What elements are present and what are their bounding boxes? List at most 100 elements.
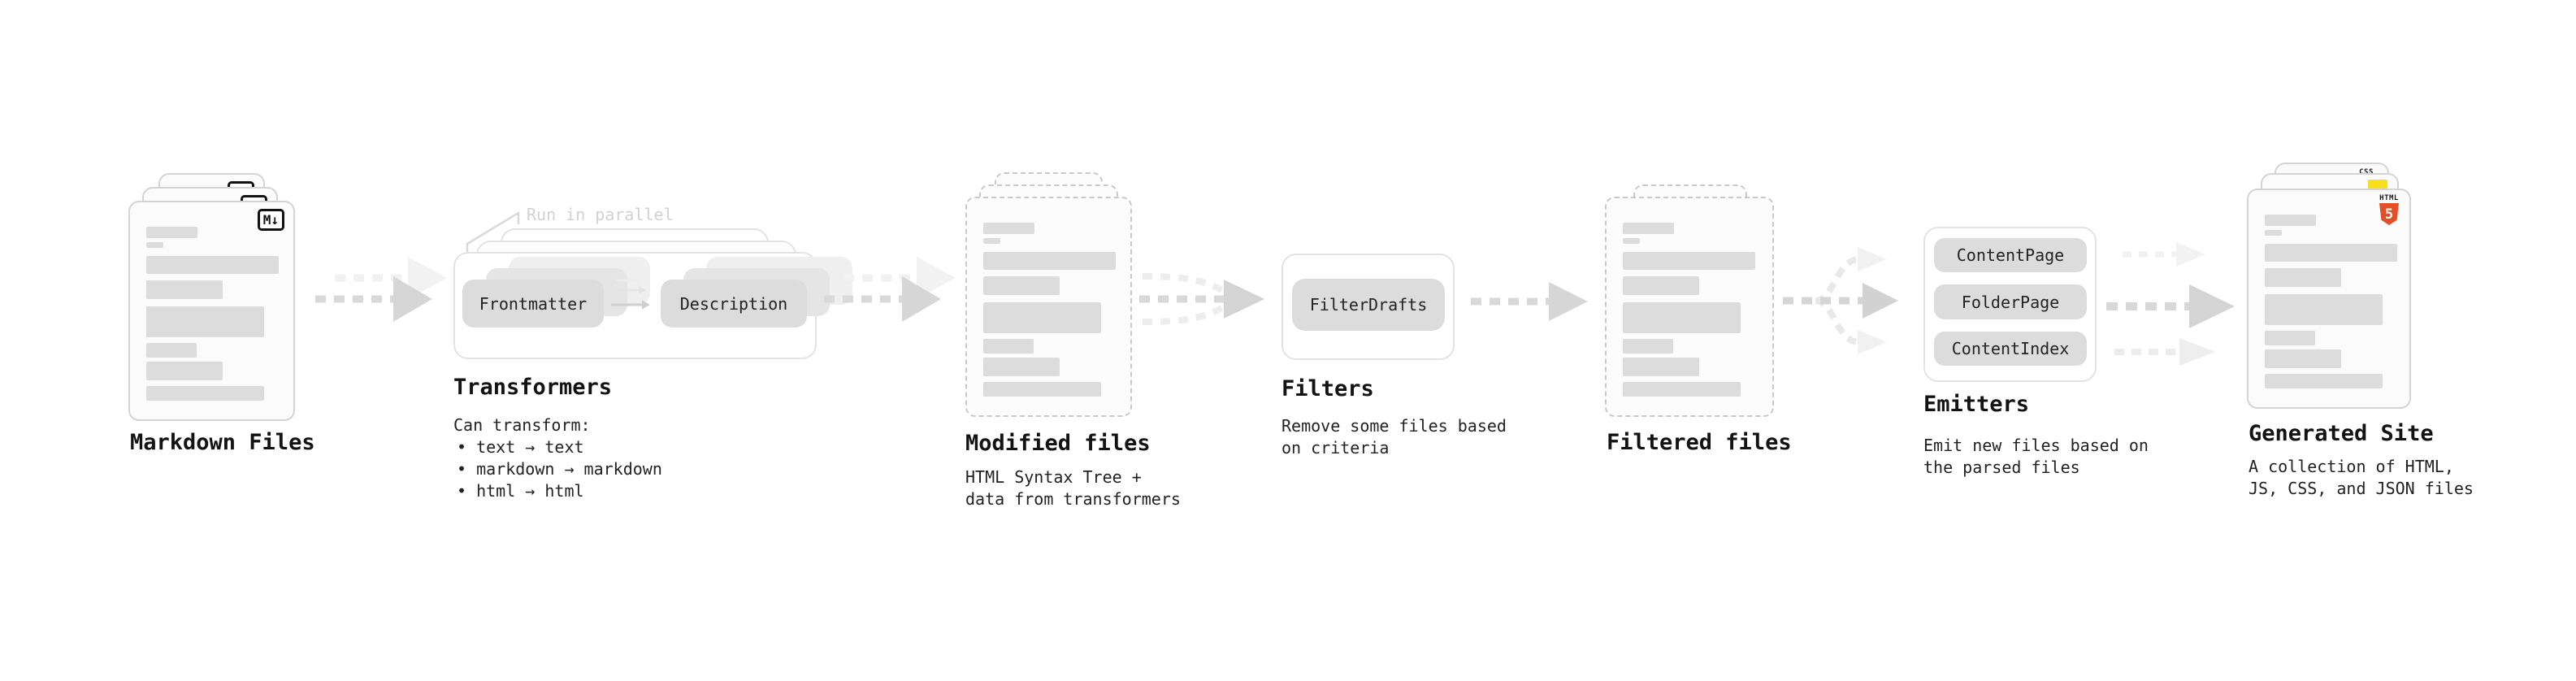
transformers-bullet: • html → html [457, 481, 584, 501]
text-line-placeholder [2265, 244, 2397, 262]
frontmatter-chip: Frontmatter [462, 280, 604, 327]
description-line: on criteria [1281, 438, 1390, 458]
folder-page-chip: FolderPage [1934, 284, 2087, 319]
ghost-arrowhead [917, 257, 956, 299]
text-line-placeholder [146, 386, 264, 401]
arrow-markdown-to-transformers [315, 257, 447, 322]
description-line: A collection of HTML, [2249, 457, 2454, 476]
text-line-placeholder [146, 227, 197, 238]
split-curve-bottom [1815, 297, 1858, 345]
generated-site-label: Generated Site [2249, 421, 2434, 446]
modified-files-description: HTML Syntax Tree + data from transformer… [965, 466, 1181, 510]
ghost-arrowhead-top [1858, 247, 1887, 271]
description-line: Remove some files based [1281, 416, 1507, 436]
transformers-label: Transformers [453, 375, 613, 400]
text-line-placeholder [1623, 302, 1741, 333]
text-line-placeholder [1623, 358, 1699, 376]
js-file-icon [2368, 180, 2387, 191]
document-card-front [1605, 197, 1774, 417]
text-line-placeholder [983, 302, 1101, 333]
text-line-placeholder [2265, 349, 2341, 368]
text-line-placeholder [146, 242, 163, 248]
content-index-chip: ContentIndex [1934, 332, 2087, 366]
transformers-description-title: Can transform: [453, 415, 591, 435]
css-icon-label: CSS [2359, 168, 2374, 176]
modified-files-label: Modified files [965, 431, 1151, 456]
html5-icon: HTML 5 [2377, 194, 2401, 225]
merge-curve-top [1142, 273, 1231, 298]
text-line-placeholder [146, 256, 279, 274]
filtered-files-label: Filtered files [1607, 430, 1792, 455]
ghost-arrowhead [408, 257, 447, 299]
text-line-placeholder [2265, 215, 2316, 226]
content-page-chip: ContentPage [1934, 238, 2087, 272]
merge-curve-bottom [1142, 300, 1231, 325]
emitters-description: Emit new files based on the parsed files [1923, 435, 2149, 479]
arrowhead [902, 276, 941, 322]
description-line: data from transformers [965, 489, 1181, 509]
arrow-modified-to-filters [1139, 273, 1264, 325]
html5-shield: 5 [2379, 203, 2399, 225]
generated-site-stack: CSS HTML 5 [2247, 163, 2411, 416]
text-line-placeholder [146, 343, 197, 358]
generated-site-description: A collection of HTML, JS, CSS, and JSON … [2249, 456, 2474, 500]
text-line-placeholder [983, 358, 1060, 376]
text-line-placeholder [1623, 276, 1699, 295]
text-line-placeholder [983, 339, 1034, 354]
document-card-html: HTML 5 [2247, 189, 2411, 409]
text-line-placeholder [2265, 331, 2315, 345]
split-curve-top [1815, 256, 1858, 304]
text-line-placeholder [1623, 339, 1673, 354]
transformers-bullet: • text → text [457, 437, 584, 457]
transformers-description: Can transform: • text → text • markdown … [453, 414, 662, 502]
markdown-icon: M↓ [257, 209, 284, 231]
text-line-placeholder [983, 382, 1101, 397]
arrowhead [1224, 280, 1264, 319]
text-line-placeholder [1623, 238, 1640, 244]
ghost-arrowhead-top [2176, 242, 2205, 267]
mini-arrowhead [639, 286, 646, 294]
text-line-placeholder [983, 238, 1000, 244]
arrowhead [2189, 284, 2235, 328]
arrowhead [1863, 283, 1898, 319]
ghost-arrowhead-bottom [1858, 330, 1887, 354]
text-line-placeholder [983, 276, 1060, 295]
text-line-placeholder [1623, 382, 1741, 397]
text-line-placeholder [983, 223, 1034, 234]
text-line-placeholder [2265, 294, 2383, 325]
filtered-files-stack [1605, 184, 1774, 428]
transformers-bullet: • markdown → markdown [457, 459, 662, 479]
arrow-emitters-to-site [2106, 242, 2235, 366]
description-line: the parsed files [1923, 458, 2080, 477]
arrow-filters-to-filtered [1471, 282, 1588, 321]
arrow-filtered-to-emitters [1783, 247, 1898, 354]
arrowhead [393, 276, 432, 322]
html5-shield-number: 5 [2384, 206, 2394, 223]
arrow-transformers-to-modified [824, 257, 956, 322]
parallel-mini-arrows [611, 276, 650, 310]
mini-arrowhead [642, 300, 650, 310]
mini-arrowhead [637, 276, 644, 284]
html5-icon-label: HTML [2379, 194, 2399, 202]
markdown-files-label: Markdown Files [130, 430, 315, 455]
description-chip: Description [661, 280, 807, 327]
arrowhead [1549, 282, 1588, 321]
text-line-placeholder [146, 280, 223, 299]
description-line: JS, CSS, and JSON files [2249, 479, 2474, 498]
text-line-placeholder [2265, 268, 2341, 287]
description-line: HTML Syntax Tree + [965, 467, 1142, 487]
filters-description: Remove some files based on criteria [1281, 415, 1507, 459]
text-line-placeholder [1623, 252, 1755, 270]
description-line: Emit new files based on [1923, 436, 2149, 455]
document-card-front: M↓ [128, 201, 295, 421]
text-line-placeholder [2265, 230, 2282, 236]
filters-label: Filters [1281, 376, 1374, 401]
run-in-parallel-annotation: Run in parallel [527, 205, 674, 224]
text-line-placeholder [146, 362, 223, 380]
markdown-files-stack: M↓ M↓ M↓ [128, 173, 295, 427]
text-line-placeholder [1623, 223, 1674, 234]
text-line-placeholder [983, 252, 1116, 270]
ghost-arrowhead-bottom [2179, 338, 2215, 366]
text-line-placeholder [2265, 374, 2383, 388]
